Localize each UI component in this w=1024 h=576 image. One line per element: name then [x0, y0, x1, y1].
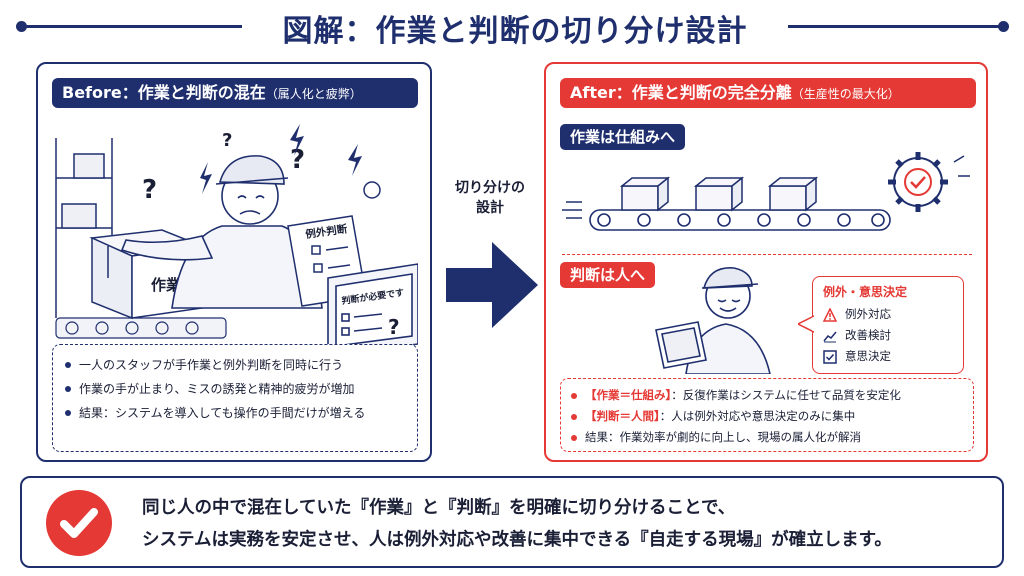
- conveyor-belt: [589, 209, 891, 231]
- bubble-item-improvement: 改善検討: [823, 325, 953, 346]
- after-bullet-1-text: ：反復作業はシステムに任せて品質を安定化: [671, 388, 901, 402]
- question-mark-icons: ? ? ?: [142, 130, 305, 205]
- conclusion-line-2: システムは実務を安定させ、人は例外対応や改善に集中できる『自走する現場』が確立し…: [142, 530, 892, 550]
- after-bullet-2-text: ：人は例外対応や意思決定のみに集中: [659, 409, 856, 423]
- check-circle-icon: [46, 490, 112, 556]
- after-bullet-1-highlight: 【作業＝仕組み】: [585, 388, 672, 402]
- conveyor-illustration: [562, 152, 970, 231]
- stress-spark-icons: [200, 124, 381, 199]
- after-heading: After：作業と判断の完全分離（生産性の最大化）: [560, 78, 976, 108]
- box-label: 作業: [151, 276, 182, 294]
- after-heading-sub: （生産性の最大化）: [791, 87, 900, 101]
- title-dot-left: [16, 21, 27, 32]
- confused-worker: [120, 155, 323, 309]
- warning-icon: [823, 307, 837, 322]
- after-heading-main: After：作業と判断の完全分離: [570, 83, 792, 102]
- after-panel: After：作業と判断の完全分離（生産性の最大化） 作業は仕組みへ: [544, 62, 988, 462]
- conclusion-text: 同じ人の中で混在していた『作業』と『判断』を明確に切り分けることで、 システムは…: [142, 492, 992, 556]
- before-bullet-2: 作業の手が止まり、ミスの誘発と精神的疲労が増加: [65, 377, 405, 401]
- bubble-item-label: 例外対応: [845, 307, 891, 321]
- after-bullet-3: 結果：作業効率が劇的に向上し、現場の属人化が解消: [571, 427, 963, 448]
- worker-with-tablet: [655, 267, 771, 374]
- before-heading: Before：作業と判断の混在（属人化と疲弊）: [52, 78, 418, 108]
- before-bullet-list: 一人のスタッフが手作業と例外判断を同時に行う 作業の手が止まり、ミスの誘発と精神…: [52, 344, 418, 452]
- judgment-to-human-chip: 判断は人へ: [560, 262, 656, 288]
- svg-text:?: ?: [142, 175, 157, 205]
- conveyor-boxes: [619, 176, 819, 212]
- bubble-item-decision: 意思決定: [823, 346, 953, 367]
- title-bar: 図解：作業と判断の切り分け設計: [0, 0, 1024, 50]
- title-dot-right: [998, 21, 1009, 32]
- before-panel: Before：作業と判断の混在（属人化と疲弊）: [36, 62, 432, 462]
- before-heading-sub: （属人化と疲弊）: [265, 87, 362, 101]
- page-title: 図解：作業と判断の切り分け設計: [282, 14, 748, 49]
- trend-chart-icon: [823, 331, 837, 342]
- title-rule-right: [788, 25, 1002, 28]
- before-heading-main: Before：作業と判断の混在: [62, 83, 266, 102]
- middle-caption: 切り分けの 設計: [440, 178, 540, 218]
- middle-caption-line2: 設計: [476, 200, 504, 216]
- bubble-tail: [798, 315, 814, 333]
- after-bullet-2: 【判断＝人間】：人は例外対応や意思決定のみに集中: [571, 406, 963, 427]
- conclusion-line-1: 同じ人の中で混在していた『作業』と『判断』を明確に切り分けることで、: [142, 498, 736, 518]
- middle-caption-line1: 切り分けの: [455, 180, 525, 196]
- bubble-item-label: 意思決定: [845, 349, 891, 363]
- title-rule-left: [22, 25, 242, 28]
- after-bullet-3-text: 結果：作業効率が劇的に向上し、現場の属人化が解消: [585, 430, 861, 444]
- svg-text:?: ?: [388, 315, 400, 339]
- checkbox-icon: [823, 349, 837, 364]
- right-arrow-icon: [446, 242, 538, 328]
- after-bullet-1: 【作業＝仕組み】：反復作業はシステムに任せて品質を安定化: [571, 385, 963, 406]
- roller-conveyor: [55, 317, 227, 339]
- before-bullet-1: 一人のスタッフが手作業と例外判断を同時に行う: [65, 353, 405, 377]
- bubble-title: 例外・意思決定: [823, 285, 908, 299]
- before-illustration: 作業 ? ? ?: [55, 124, 418, 377]
- svg-text:?: ?: [290, 145, 305, 175]
- after-bullet-2-highlight: 【判断＝人間】: [585, 409, 660, 423]
- before-bullet-3: 結果：システムを導入しても操作の手間だけが増える: [65, 401, 405, 425]
- bubble-item-label: 改善検討: [845, 328, 891, 342]
- paper-label: 例外判断: [305, 222, 349, 241]
- after-bullet-list: 【作業＝仕組み】：反復作業はシステムに任せて品質を安定化 【判断＝人間】：人は例…: [560, 378, 974, 452]
- conclusion-box: 同じ人の中で混在していた『作業』と『判断』を明確に切り分けることで、 システムは…: [20, 476, 1004, 568]
- after-divider: [562, 254, 972, 255]
- svg-text:?: ?: [222, 130, 232, 151]
- work-to-system-chip: 作業は仕組みへ: [560, 124, 686, 150]
- exception-decision-bubble: 例外・意思決定 例外対応 改善検討 意思決定: [812, 276, 964, 374]
- computer-monitor: [327, 263, 418, 371]
- gear-check-icon: [888, 152, 970, 212]
- bubble-item-exception: 例外対応: [823, 304, 953, 325]
